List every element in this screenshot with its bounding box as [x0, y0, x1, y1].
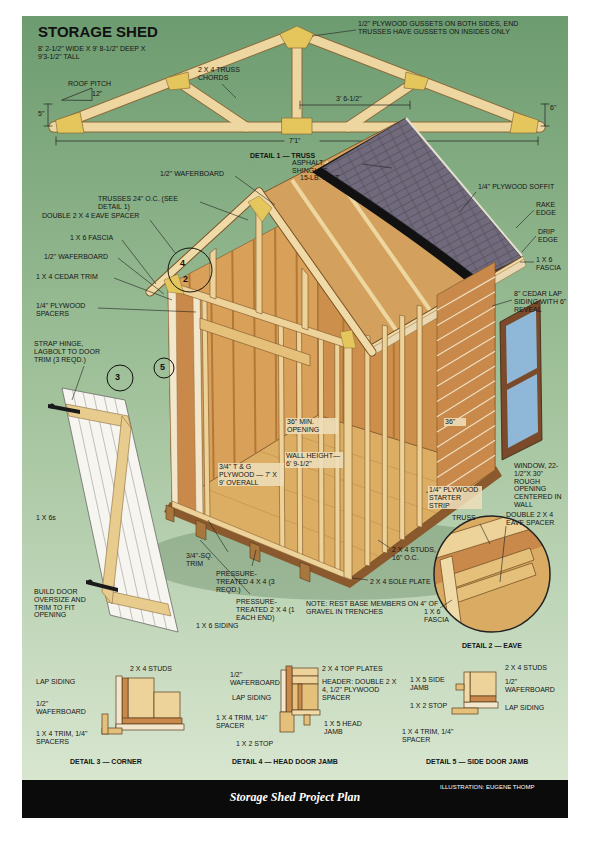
- part-label: WALL HEIGHT— 6' 9-1/2": [285, 452, 343, 468]
- footer-bar: [22, 780, 568, 818]
- side-jamb-detail: [452, 672, 498, 714]
- part-label: 1/2" WAFERBOARD: [36, 700, 96, 716]
- part-label: LAP SIDING: [36, 678, 96, 686]
- part-label: 1 X 5 SIDE JAMB: [410, 676, 450, 692]
- part-label: 2 X 4 STUDS: [505, 664, 567, 672]
- callout-number: 2: [183, 274, 193, 284]
- part-label: ROOF PITCH: [68, 80, 128, 88]
- part-label: 1/2" PLYWOOD GUSSETS ON BOTH SIDES, END …: [358, 20, 536, 36]
- window: [500, 300, 542, 460]
- part-label: 2 X 4 TRUSS CHORDS: [198, 66, 243, 82]
- part-label: 1 X 2 STOP: [236, 740, 276, 748]
- part-label: 1 X 2 STOP: [410, 702, 450, 710]
- door: [48, 388, 178, 632]
- part-label: 2 X 4 TOP PLATES: [322, 665, 402, 673]
- part-label: 1/2" WAFERBOARD: [505, 678, 565, 694]
- truss-detail: [44, 26, 549, 145]
- part-label: HEADER: DOUBLE 2 X 4, 1/2" PLYWOOD SPACE…: [322, 678, 404, 701]
- corner-detail: [102, 676, 184, 734]
- part-label: TRUSSES 24" O.C. (SEE DETAIL 1): [98, 195, 202, 211]
- part-label: 1 X 4 CEDAR TRIM: [36, 273, 116, 281]
- detail-heading: DETAIL 3 — CORNER: [70, 758, 190, 766]
- part-label: STRAP HINGE, LAGBOLT TO DOOR TRIM (3 REQ…: [34, 340, 106, 363]
- part-label: WINDOW, 22-1/2"X 30" ROUGH OPENING CENTE…: [514, 462, 567, 509]
- part-label: LAP SIDING: [505, 704, 565, 712]
- detail-heading: DETAIL 1 — TRUSS: [250, 152, 380, 160]
- part-label: 6": [550, 104, 566, 112]
- title: STORAGE SHED: [38, 24, 238, 41]
- part-label: 2 X 4 STUDS, 16" O.C.: [392, 546, 444, 562]
- callout-number: 5: [160, 362, 170, 372]
- part-label: 1/4" PLYWOOD SOFFIT: [478, 183, 562, 191]
- background: [22, 16, 568, 780]
- part-label: 1 X 6s: [36, 514, 70, 522]
- part-label: 5": [38, 110, 52, 118]
- detail-heading: DETAIL 4 — HEAD DOOR JAMB: [232, 758, 382, 766]
- part-label: 1 X 4 TRIM, 1/4" SPACERS: [36, 730, 98, 746]
- credit-text: ILLUSTRATION: EUGENE THOMP: [440, 784, 564, 791]
- callout-number: 3: [115, 372, 125, 382]
- part-label: LAP SIDING: [232, 694, 278, 702]
- part-label: 1/2" WAFERBOARD: [160, 170, 236, 178]
- callout-number: 4: [180, 258, 190, 268]
- part-label: 3' 6-1/2": [336, 95, 376, 103]
- part-label: 1 X 6 FASCIA: [70, 234, 124, 242]
- part-label: 2 X 4 STUDS: [130, 665, 192, 673]
- part-label: 1 X 5 HEAD JAMB: [324, 720, 376, 736]
- part-label: RAKE EDGE: [536, 201, 567, 217]
- part-label: 3/4"-SQ. TRIM: [186, 552, 228, 568]
- part-label: DOUBLE 2 X 4 EAVE SPACER: [506, 511, 566, 527]
- part-label: 1 X 4 TRIM, 1/4" SPACER: [216, 714, 278, 730]
- part-label: 12": [92, 90, 112, 98]
- head-jamb-detail: [280, 666, 320, 732]
- part-label: 8' 2-1/2" WIDE X 9' 8-1/2" DEEP X 9'3-1/…: [38, 45, 158, 61]
- part-label: PRESSURE-TREATED 4 X 4 (3 REQD.): [216, 570, 288, 593]
- part-label: BUILD DOOR OVERSIZE AND TRIM TO FIT OPEN…: [34, 588, 96, 619]
- part-label: 1/4" PLYWOOD STARTER STRIP: [428, 486, 482, 509]
- part-label: 15-LB. FELT: [300, 174, 360, 182]
- caption: Storage Shed Project Plan: [22, 791, 568, 804]
- part-label: 1/4" PLYWOOD SPACERS: [36, 302, 98, 318]
- part-label: 1 X 4 TRIM, 1/4" SPACER: [402, 728, 468, 744]
- part-label: 36": [444, 418, 466, 426]
- part-label: 1 X 6 FASCIA: [424, 608, 458, 624]
- leader-lines: [72, 30, 536, 608]
- part-label: 7'1": [289, 137, 319, 145]
- part-label: DRIP EDGE: [538, 228, 567, 244]
- part-label: ASPHALT SHINGLES: [292, 159, 360, 175]
- part-label: DOUBLE 2 X 4 EAVE SPACER: [42, 212, 150, 220]
- part-label: 1 X 6 FASCIA: [536, 256, 567, 272]
- part-label: 1/2" WAFERBOARD: [44, 253, 118, 261]
- part-label: 8" CEDAR LAP SIDING WITH 6" REVEAL: [514, 290, 567, 313]
- part-label: 2 X 4 SOLE PLATE: [370, 578, 450, 586]
- detail-heading: DETAIL 5 — SIDE DOOR JAMB: [426, 758, 562, 766]
- part-label: PRESSURE- TREATED 2 X 4 (1 EACH END): [236, 598, 302, 621]
- detail-heading: DETAIL 2 — EAVE: [462, 642, 566, 650]
- part-label: 1/2" WAFERBOARD: [230, 671, 280, 687]
- part-label: 1 X 6 SIDING: [196, 622, 256, 630]
- part-label: TRUSS: [452, 514, 482, 522]
- part-label: 36" MIN. OPENING: [286, 418, 338, 434]
- part-label: 3/4" T & G PLYWOOD — 7' X 9' OVERALL: [218, 463, 284, 486]
